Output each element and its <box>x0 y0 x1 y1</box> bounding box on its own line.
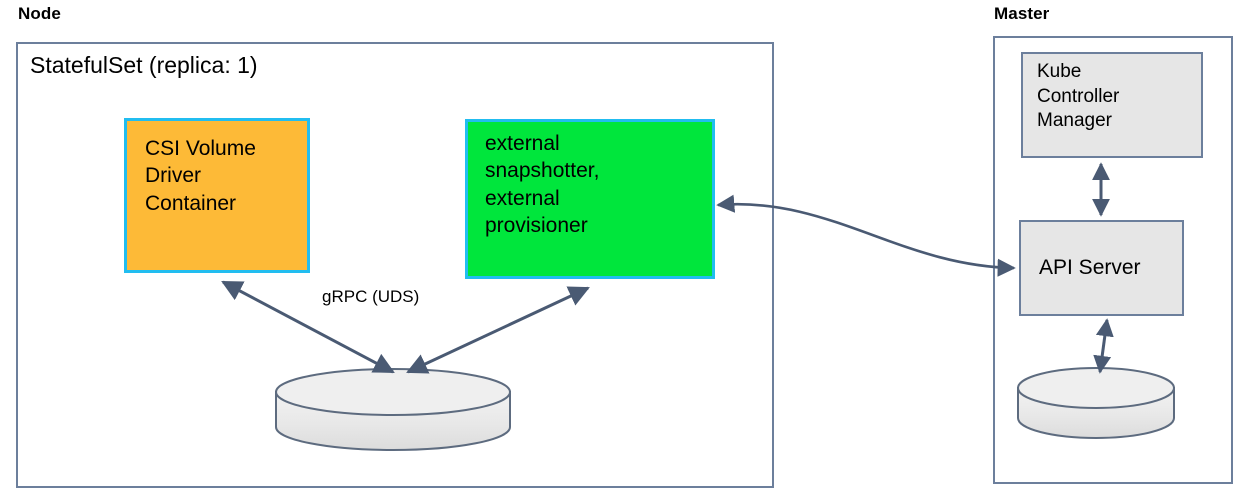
csi-volume-driver-container-box[interactable]: CSI Volume Driver Container <box>124 118 310 273</box>
external-controllers-label: external snapshotter, external provision… <box>485 132 600 237</box>
api-server-box[interactable]: API Server <box>1019 220 1184 316</box>
grpc-uds-edge-label: gRPC (UDS) <box>322 287 420 306</box>
emptydir-volume-label: EmptyDir Volume <box>327 410 459 429</box>
csi-volume-driver-container-label: CSI Volume Driver Container <box>145 137 256 215</box>
kube-controller-manager-box[interactable]: Kube Controller Manager <box>1021 52 1203 158</box>
master-group-label: Master <box>994 4 1050 23</box>
etcd-label: etcd <box>1040 400 1080 423</box>
api-server-label: API Server <box>1039 256 1141 280</box>
node-group-label: Node <box>18 4 61 23</box>
statefulset-title: StatefulSet (replica: 1) <box>30 52 258 78</box>
kube-controller-manager-label: Kube Controller Manager <box>1037 61 1120 132</box>
external-controllers-box[interactable]: external snapshotter, external provision… <box>465 119 715 279</box>
